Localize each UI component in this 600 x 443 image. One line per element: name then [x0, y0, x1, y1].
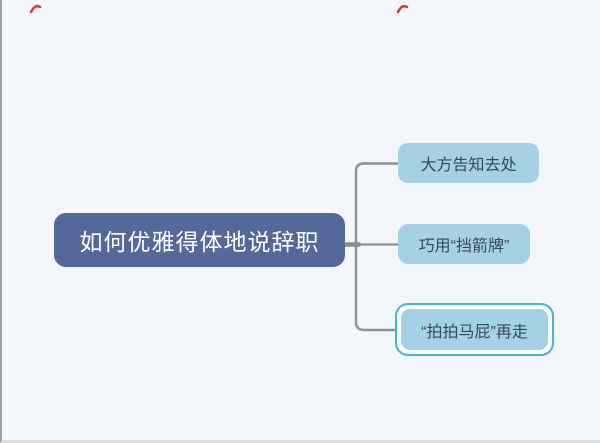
root-topic-label: 如何优雅得体地说辞职	[79, 229, 320, 255]
subtopic-node-1[interactable]: 大方告知去处	[398, 143, 539, 183]
subtopic-label-2: 巧用“挡箭牌”	[418, 238, 510, 255]
subtopic-node-2[interactable]: 巧用“挡箭牌”	[398, 224, 530, 264]
root-topic-node[interactable]: 如何优雅得体地说辞职	[54, 213, 345, 267]
subtopic-3-selection-ring: “拍拍马屁”再走	[395, 303, 554, 356]
subtopic-label-1: 大方告知去处	[420, 157, 517, 174]
subtopic-label-3: “拍拍马屁”再走	[421, 323, 528, 341]
subtopic-node-3[interactable]: “拍拍马屁”再走	[401, 309, 548, 350]
